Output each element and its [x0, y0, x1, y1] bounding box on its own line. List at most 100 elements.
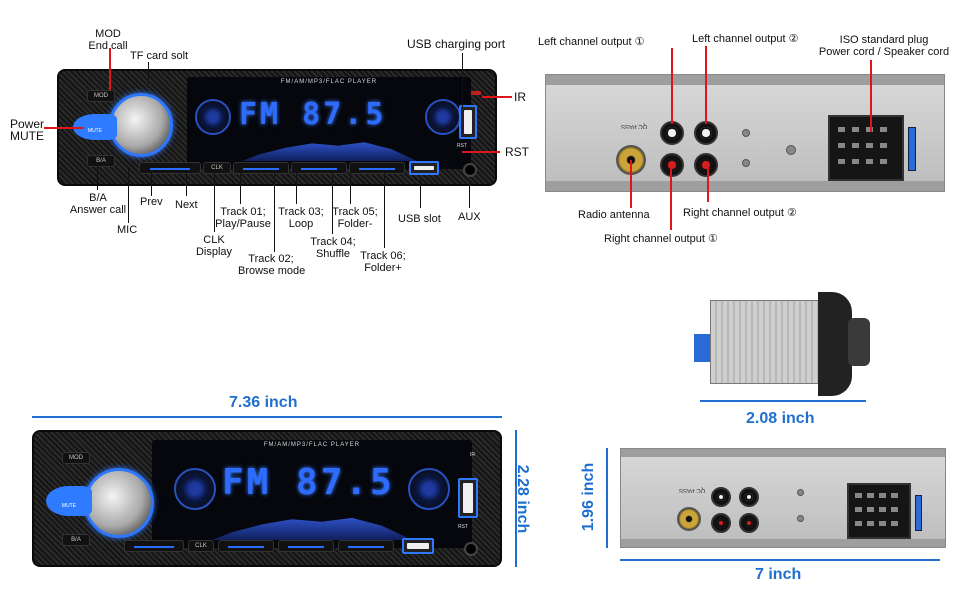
callout-line-iso — [870, 60, 872, 132]
height-dimension-label: 2.28 inch — [514, 464, 532, 534]
volume-knob-2[interactable] — [84, 468, 154, 538]
label-right-out-1: Right channel output ① — [604, 233, 718, 245]
right-output-1-rca — [660, 153, 684, 177]
callout-line-mic — [128, 168, 129, 223]
label-radio-antenna: Radio antenna — [578, 209, 650, 221]
label-prev: Prev — [140, 196, 163, 208]
rear-width-dimension-line — [620, 559, 940, 561]
label-aux: AUX — [458, 211, 481, 223]
label-usb-charging: USB charging port — [407, 37, 506, 51]
callout-line-rst — [462, 151, 500, 153]
label-track01: Track 01;Play/Pause — [215, 206, 271, 230]
aux-port-2 — [464, 542, 478, 556]
left-output-2-rca — [694, 121, 718, 145]
qc-pass-stamp: QC PASS — [621, 123, 648, 129]
preset-3-4-button[interactable] — [291, 162, 347, 174]
label-track02: Track 02;Browse mode — [238, 253, 306, 277]
aux-port — [463, 163, 477, 177]
callout-line-antenna — [630, 160, 632, 208]
ba-button[interactable]: B/A — [87, 155, 115, 167]
mod-button[interactable]: MOD — [87, 90, 115, 102]
callout-line-mod — [109, 48, 111, 90]
label-right-out-2: Right channel output ② — [683, 207, 797, 219]
callout-line-usb-charging — [462, 53, 463, 108]
callout-line-left-out-1 — [671, 48, 673, 124]
left-output-1-rca — [660, 121, 684, 145]
callout-line-right-out-1 — [670, 164, 672, 230]
callout-line-track06 — [384, 170, 385, 248]
equalizer-bars — [242, 142, 417, 161]
preset-1-2-button-2[interactable] — [218, 540, 274, 552]
callout-line-right-out-2 — [707, 164, 709, 202]
label-left-out-2: Left channel output ② — [692, 33, 799, 45]
callout-line-clk — [214, 172, 215, 232]
iso-connector — [828, 115, 904, 181]
callout-line-power — [44, 127, 84, 129]
front-panel-annotated: FM/AM/MP3/FLAC PLAYER FM 87.5 MOD MUTE B… — [57, 69, 497, 186]
mute-button-2[interactable]: MUTE — [46, 486, 92, 516]
rear-panel-dimensioned: QC PASS — [620, 448, 946, 548]
clk-button[interactable]: CLK — [203, 162, 231, 174]
depth-dimension-label: 2.08 inch — [746, 410, 815, 427]
prev-next-button-2[interactable] — [124, 540, 184, 552]
rear-width-dimension-label: 7 inch — [755, 566, 802, 583]
label-mic: MIC — [117, 224, 138, 236]
usb-slot — [409, 161, 439, 175]
label-track03: Track 03;Loop — [278, 206, 324, 230]
preset-5-6-button-2[interactable] — [338, 540, 394, 552]
label-ir: IR — [514, 90, 526, 104]
callout-line-usb-slot — [420, 178, 421, 208]
rear-height-dimension-label: 1.96 inch — [580, 462, 598, 532]
callout-line-track04 — [332, 170, 333, 234]
prev-next-button[interactable] — [139, 162, 201, 174]
usb-slot-2 — [402, 538, 434, 554]
preset-1-2-button[interactable] — [233, 162, 289, 174]
frequency-display-2: FM 87.5 — [222, 462, 395, 503]
label-track04: Track 04;Shuffle — [310, 236, 356, 260]
callout-line-prev — [151, 170, 152, 196]
speaker-graphic-left — [195, 99, 231, 135]
mod-button-2[interactable]: MOD — [62, 452, 90, 464]
clk-button-2[interactable]: CLK — [188, 540, 214, 552]
callout-line-ba — [97, 165, 98, 190]
right-output-2-rca — [694, 153, 718, 177]
preset-5-6-button[interactable] — [349, 162, 405, 174]
usb-charging-port-2 — [458, 478, 478, 518]
callout-line-track02 — [274, 170, 275, 252]
screen-title: FM/AM/MP3/FLAC PLAYER — [280, 79, 378, 85]
front-panel-dimensioned: FM/AM/MP3/FLAC PLAYER FM 87.5 MOD MUTE B… — [32, 430, 502, 567]
usb-charging-port — [459, 105, 477, 139]
callout-line-ir — [482, 96, 512, 98]
side-view-knob — [848, 318, 870, 366]
height-dimension-line — [515, 430, 517, 567]
ba-button-2[interactable]: B/A — [62, 534, 90, 546]
callout-line-next — [186, 170, 187, 196]
lcd-screen: FM/AM/MP3/FLAC PLAYER FM 87.5 — [187, 77, 471, 169]
label-next: Next — [175, 199, 198, 211]
label-track05: Track 05;Folder- — [332, 206, 378, 230]
label-left-out-1: Left channel output ① — [538, 36, 645, 48]
label-rst: RST — [505, 145, 529, 159]
side-view-faceplate — [818, 292, 852, 396]
label-track06: Track 06;Folder+ — [360, 250, 406, 274]
callout-line-track05 — [350, 170, 351, 204]
speaker-graphic-right — [425, 99, 461, 135]
frequency-display: FM 87.5 — [239, 97, 387, 132]
fuse — [908, 127, 916, 171]
callout-line-left-out-2 — [705, 46, 707, 124]
side-view-chassis — [710, 300, 830, 384]
width-dimension-line — [32, 416, 502, 418]
rst-label: RST — [457, 143, 467, 149]
depth-dimension-line — [700, 400, 866, 402]
ir-sensor — [471, 91, 481, 95]
preset-3-4-button-2[interactable] — [278, 540, 334, 552]
rear-panel-annotated: QC PASS — [545, 74, 945, 192]
callout-line-aux — [469, 180, 470, 208]
width-dimension-label: 7.36 inch — [229, 394, 298, 411]
side-view-fuse — [694, 334, 710, 362]
volume-knob[interactable] — [109, 93, 173, 157]
